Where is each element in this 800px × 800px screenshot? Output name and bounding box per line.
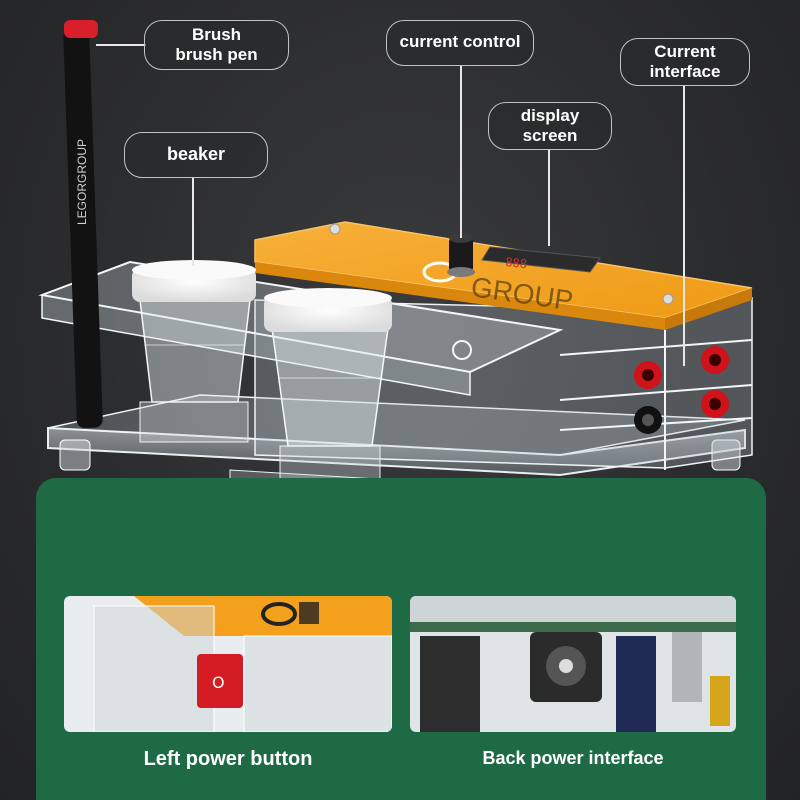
brush-pen: LEGORGROUP	[63, 20, 103, 429]
power-switch-icon	[197, 654, 243, 708]
caption-back-power-interface: Back power interface	[482, 748, 664, 768]
callout-current-interface: Current interface	[620, 38, 750, 86]
callout-brush-line1: Brush	[191, 25, 242, 44]
callout-brush-pen: Brush brush pen	[144, 20, 289, 70]
callout-display-screen: display screen	[488, 102, 612, 150]
beaker-right	[264, 288, 392, 487]
back-power-interface-photo	[410, 596, 736, 732]
back-power-interface-illustration	[410, 596, 736, 732]
display-screen: 888	[481, 246, 601, 273]
display-screen-leader-line	[548, 150, 550, 246]
callout-display-line1: display	[520, 106, 580, 125]
left-power-button-photo: O	[64, 596, 392, 732]
svg-text:888: 888	[505, 255, 528, 271]
beaker-leader-line	[192, 178, 194, 266]
current-interface-leader-line	[683, 86, 685, 366]
left-power-button-illustration: O	[64, 596, 392, 732]
caption-left-power-button: Left power button	[143, 748, 313, 770]
callout-beaker-label: beaker	[166, 144, 226, 164]
callout-current-interface-line2: interface	[649, 62, 721, 81]
brush-leader-line	[96, 44, 146, 46]
current-control-knob	[447, 233, 475, 277]
svg-text:LEGORGROUP: LEGORGROUP	[75, 139, 89, 225]
callout-current-control: current control	[386, 20, 534, 66]
callout-brush-line2: brush pen	[175, 45, 258, 64]
beaker-left	[132, 260, 256, 443]
current-interface-terminals	[634, 346, 729, 434]
svg-text:O: O	[212, 673, 225, 692]
callout-beaker: beaker	[124, 132, 268, 178]
callout-display-line2: screen	[522, 126, 578, 145]
current-control-leader-line	[460, 66, 462, 238]
callout-current-interface-line1: Current	[654, 42, 716, 61]
orange-top-plate: GROUP	[254, 221, 753, 330]
callout-current-control-label: current control	[399, 32, 521, 51]
